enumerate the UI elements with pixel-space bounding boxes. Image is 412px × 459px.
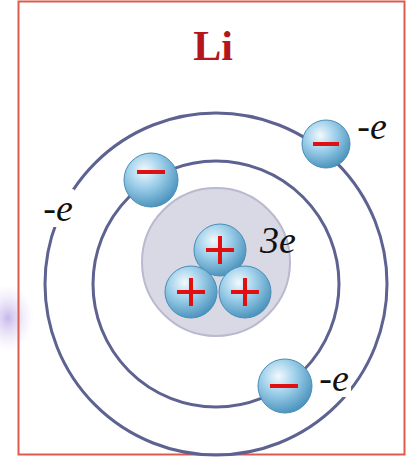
electron [302,120,350,168]
background-smudge [0,284,34,352]
electron [258,359,312,413]
proton [219,266,271,318]
electron [124,153,178,207]
charge-label: -e [355,107,389,145]
element-title: Li [193,25,233,67]
frame-border [19,2,405,455]
charge-label: 3e [258,221,298,259]
charge-label: -e [41,189,75,227]
proton [165,266,217,318]
charge-label: -e [317,359,351,397]
outer-orbit [45,113,387,455]
nucleus-region [142,188,290,336]
